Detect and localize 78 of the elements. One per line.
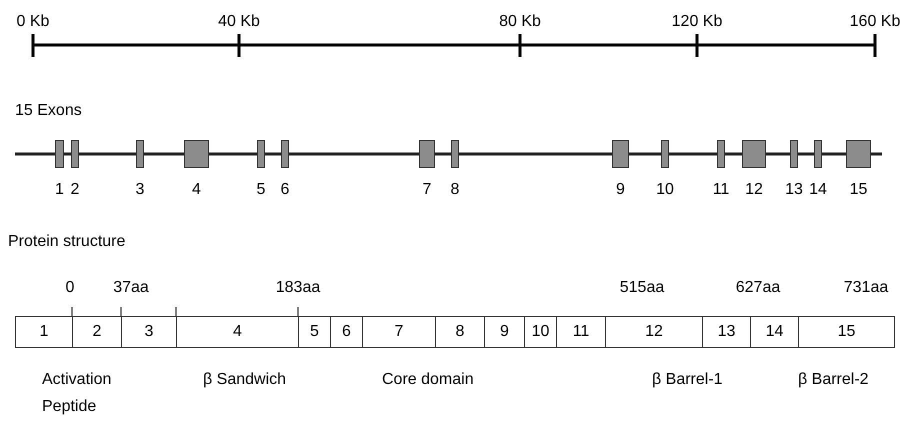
exon-box [814,140,822,168]
exon-box [717,140,725,168]
domain-label: Core domain [382,370,474,390]
scale-label: 120 Kb [670,12,724,32]
protein-segment [176,316,298,348]
protein-segment [435,316,484,348]
exon-number: 6 [280,182,290,198]
protein-segment [15,316,72,348]
exon-box [281,140,289,168]
exon-number: 5 [256,182,266,198]
exon-box [612,140,629,168]
section-heading: 15 Exons [15,101,82,121]
protein-segment [798,316,895,348]
scale-label: 160 Kb [848,12,902,32]
protein-segment [72,316,121,348]
protein-segment [121,316,176,348]
position-label: 731aa [842,278,890,298]
protein-segment [605,316,702,348]
exon-box [136,140,144,168]
exon-number: 1 [54,182,65,198]
segment-number: 1 [40,322,48,342]
exon-box [846,140,871,168]
protein-segment [524,316,556,348]
exon-number: 3 [134,182,146,198]
domain-label: Activation Peptide [42,370,112,417]
protein-segment [702,316,750,348]
segment-number: 10 [532,322,550,342]
segment-number: 14 [766,322,784,342]
segment-number: 7 [394,322,404,342]
scale-label: 0 Kb [16,12,50,32]
exon-box [71,140,79,168]
exon-box [419,140,435,168]
segment-number: 4 [233,322,242,342]
position-label: 515aa [618,278,666,298]
position-label: 37aa [112,278,150,298]
domain-label: β Barrel-2 [798,370,869,390]
segment-number: 9 [500,322,509,342]
position-label: 183aa [274,278,322,298]
segment-number: 13 [718,322,736,342]
exon-number: 8 [450,182,460,198]
exon-number: 4 [191,182,202,198]
exon-number: 11 [712,182,730,198]
segment-number: 11 [572,322,590,342]
domain-label: β Sandwich [203,370,286,390]
segment-number: 2 [92,322,102,342]
section-heading: Protein structure [8,232,126,252]
exon-box [742,140,766,168]
exon-number: 14 [808,182,828,198]
position-label: 0 [64,278,76,298]
exon-number: 12 [744,182,764,198]
exon-box [55,140,64,168]
segment-number: 15 [838,322,856,342]
position-label: 627aa [734,278,782,298]
protein-segment [484,316,524,348]
exon-box [184,140,209,168]
exon-number: 10 [655,182,675,198]
domain-label: β Barrel-1 [652,370,723,390]
scale-label: 40 Kb [217,12,261,32]
segment-number: 8 [456,322,464,342]
segment-number: 5 [310,322,319,342]
protein-segment [298,316,330,348]
segment-number: 12 [645,322,663,342]
protein-segment [330,316,362,348]
exon-box [257,140,265,168]
protein-segment [362,316,435,348]
exon-box [451,140,459,168]
scale-label: 80 Kb [498,12,542,32]
exon-number: 15 [848,182,868,198]
exon-number: 13 [784,182,804,198]
protein-segment [556,316,605,348]
exon-number: 2 [70,182,80,198]
exon-box [661,140,669,168]
exon-number: 9 [615,182,626,198]
segment-number: 3 [144,322,154,342]
protein-segment [750,316,798,348]
exon-box [790,140,798,168]
segment-number: 6 [342,322,351,342]
exon-number: 7 [422,182,432,198]
